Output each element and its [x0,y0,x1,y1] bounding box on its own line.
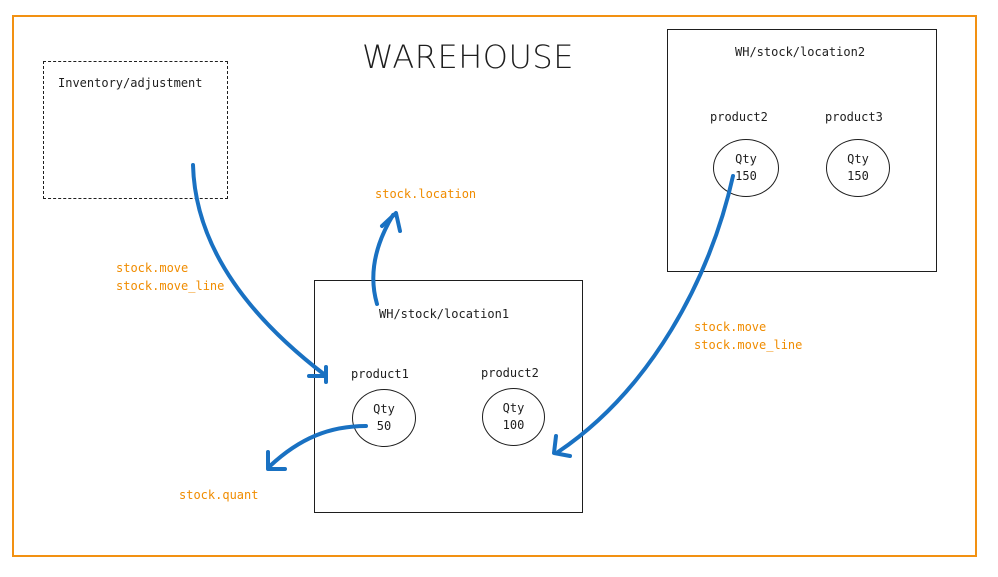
stock-move-label: stock.move [694,320,767,334]
location1-product2-name: product2 [481,366,539,380]
location2-box[interactable]: WH/stock/location2 product2 product3 Qty… [667,29,937,272]
location2-product2-name: product2 [710,110,768,124]
location1-product1-name: product1 [351,367,409,381]
qty-value: 150 [847,169,869,183]
location1-product1-qty-circle[interactable]: Qty 50 [352,389,416,447]
qty-label: Qty [735,152,757,166]
location2-to-location1-arrow [556,174,735,454]
qty-value: 100 [502,418,525,432]
left-move-annotation: stock.move stock.move_line [116,259,224,295]
location1-label: WH/stock/location1 [379,307,510,321]
quant-arrow [268,424,368,468]
inventory-adjustment-label: Inventory/adjustment [58,76,203,90]
location2-product3-name: product3 [825,110,883,124]
warehouse-frame [12,15,977,557]
location1-arrowhead [552,434,572,458]
diagram-title: WAREHOUSE [362,38,574,76]
qty-label: Qty [373,402,395,416]
right-move-annotation: stock.move stock.move_line [694,318,802,354]
location1-to-stock-location-arrow [371,213,395,306]
stock-location-annotation: stock.location [375,187,477,201]
qty-label: Qty [502,401,525,415]
qty-value: 150 [735,169,757,183]
inventory-adjustment-box[interactable]: Inventory/adjustment [43,61,228,199]
location2-product2-qty-circle[interactable]: Qty 150 [713,139,779,197]
adjustment-to-location1-arrow [191,163,327,377]
location2-label: WH/stock/location2 [735,45,866,59]
stock-move-line-label: stock.move_line [694,338,803,352]
location1-box[interactable]: WH/stock/location1 product1 product2 Qty… [314,280,583,513]
stock-move-line-label: stock.move_line [116,279,225,293]
quant-arrowhead [266,450,287,471]
adjustment-arrowhead [307,365,328,384]
location1-product2-qty-circle[interactable]: Qty 100 [482,388,545,446]
qty-value: 50 [376,419,392,433]
qty-label: Qty [847,152,869,166]
stock-move-label: stock.move [116,261,189,275]
stock-location-arrowhead [380,211,402,233]
stock-quant-annotation: stock.quant [179,488,259,502]
location2-product3-qty-circle[interactable]: Qty 150 [826,139,890,197]
